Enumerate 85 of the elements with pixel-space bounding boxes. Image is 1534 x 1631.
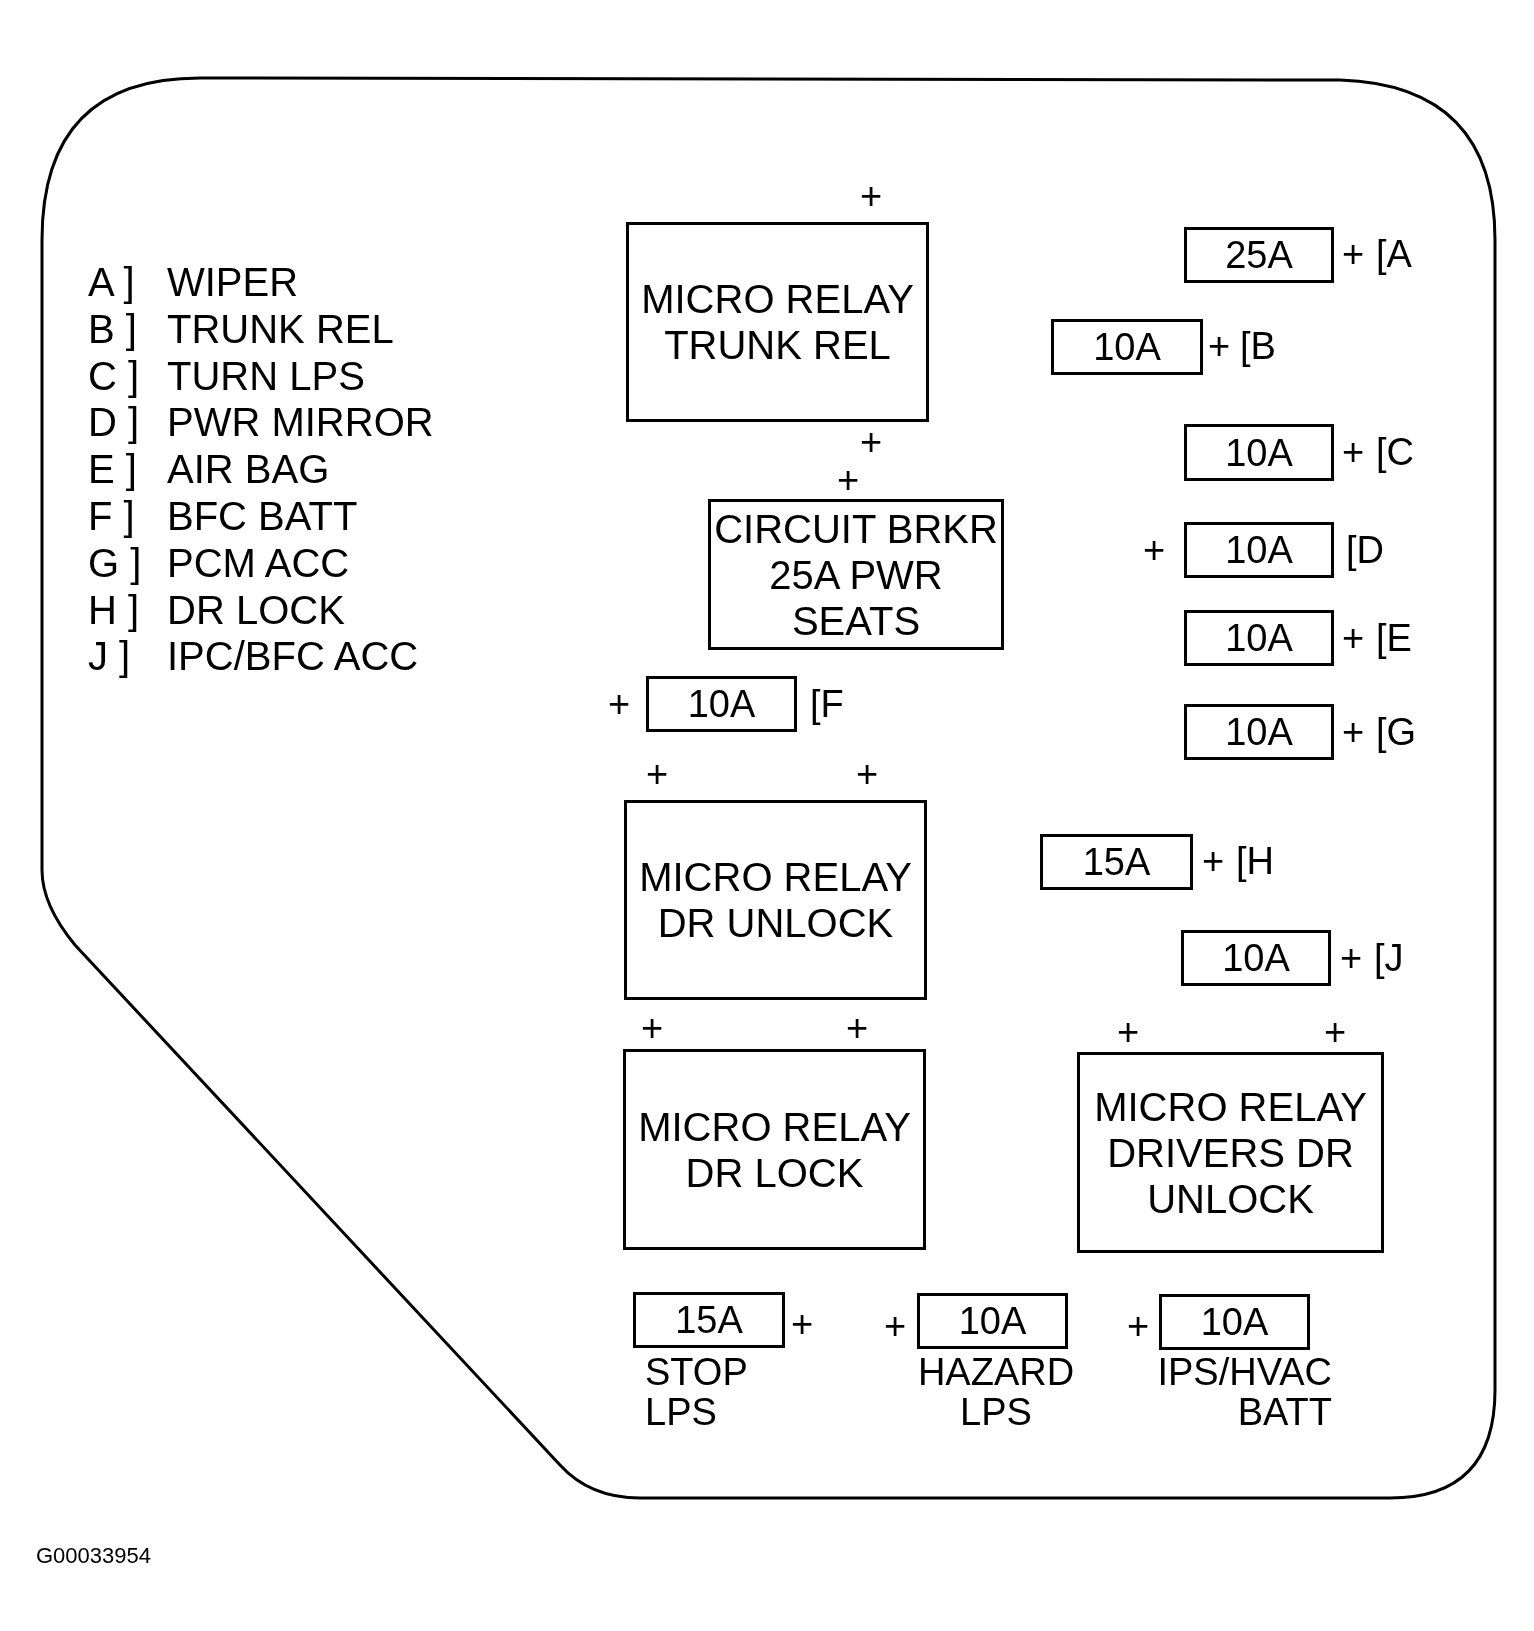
fuse-box bbox=[633, 1292, 785, 1348]
polarity-mark: + bbox=[884, 1306, 907, 1346]
component-label: 10A bbox=[1225, 618, 1293, 658]
circuit-name: AIR BAG bbox=[167, 447, 330, 492]
circuit-letter: + bbox=[1324, 1012, 1347, 1052]
polarity-mark: + bbox=[1342, 712, 1365, 752]
component-label: 10A bbox=[1200, 1302, 1269, 1342]
circuit-letter: G ] bbox=[88, 540, 142, 585]
circuit-name: WIPER bbox=[167, 260, 299, 304]
relay-box bbox=[624, 800, 927, 1000]
circuit-letter: [C bbox=[1376, 432, 1414, 472]
circuit-letter: [A bbox=[1376, 234, 1412, 274]
polarity-mark: + bbox=[1340, 938, 1363, 978]
circuit-letter: + bbox=[846, 1008, 869, 1048]
component-label: MICRO RELAY DRIVERS DR UNLOCK bbox=[1093, 1083, 1368, 1222]
fuse-label: STOP LPS bbox=[645, 1352, 749, 1432]
circuit-letter: [E bbox=[1376, 618, 1412, 658]
circuit-letter: + bbox=[860, 422, 883, 462]
fuse-box bbox=[1184, 610, 1334, 666]
component-label: 25A bbox=[1225, 235, 1293, 275]
polarity-mark: + bbox=[1342, 234, 1365, 274]
circuit-letter: [F bbox=[810, 684, 844, 724]
fuse-box bbox=[1040, 834, 1193, 890]
component-label: 10A bbox=[1222, 938, 1290, 978]
component-label: MICRO RELAY DR UNLOCK bbox=[638, 854, 913, 946]
circuit-letter: [J bbox=[1374, 938, 1404, 978]
component-label: MICRO RELAY TRUNK REL bbox=[640, 276, 915, 368]
component-label: CIRCUIT BRKR 25A PWR SEATS bbox=[713, 505, 999, 644]
polarity-mark: + bbox=[1202, 841, 1225, 881]
fuse-box bbox=[917, 1293, 1068, 1349]
component-label: 10A bbox=[1225, 432, 1293, 473]
circuit-letter: B ] bbox=[88, 306, 137, 351]
fuse-box bbox=[1184, 227, 1334, 283]
circuit-letter: J ] bbox=[88, 634, 131, 679]
circuit-name: PWR MIRROR bbox=[167, 400, 434, 445]
circuit-letter: C ] bbox=[88, 353, 140, 398]
circuit-letter: [G bbox=[1376, 712, 1417, 752]
circuit-letter: + bbox=[856, 754, 879, 794]
circuit-name: PCM ACC bbox=[167, 540, 350, 585]
polarity-mark: + bbox=[1208, 326, 1231, 366]
polarity-mark: + bbox=[791, 1304, 814, 1344]
circuit-letter: [B bbox=[1240, 326, 1276, 366]
fuse-label: IPS/HVAC BATT bbox=[1156, 1352, 1332, 1432]
fuse-box bbox=[1184, 424, 1334, 481]
polarity-mark: + bbox=[860, 176, 883, 216]
circuit-letter: D ] bbox=[88, 400, 140, 445]
fuse-box bbox=[1181, 930, 1331, 986]
circuit-name: DR LOCK bbox=[167, 587, 345, 632]
component-label: MICRO RELAY DR LOCK bbox=[637, 1103, 912, 1196]
fuse-label: HAZARD LPS bbox=[916, 1352, 1076, 1432]
component-label: 10A bbox=[687, 684, 756, 724]
circuit-letter: [D bbox=[1346, 530, 1384, 570]
circuit-letter: A ] bbox=[88, 260, 135, 304]
circuit-name: BFC BATT bbox=[167, 494, 358, 538]
component-label: 15A bbox=[675, 1300, 743, 1340]
circuit-name: IPC/BFC ACC bbox=[167, 634, 419, 679]
fuse-box bbox=[1184, 522, 1334, 578]
component-label: 10A bbox=[958, 1301, 1027, 1341]
relay-box bbox=[623, 1049, 926, 1250]
polarity-mark: + bbox=[1127, 1306, 1150, 1346]
polarity-mark: + bbox=[608, 684, 631, 724]
relay-box bbox=[626, 222, 929, 422]
polarity-mark: + bbox=[1117, 1012, 1140, 1052]
polarity-mark: + bbox=[1342, 618, 1365, 658]
polarity-mark: + bbox=[646, 754, 669, 794]
relay-box bbox=[1077, 1052, 1384, 1253]
polarity-mark: + bbox=[641, 1008, 664, 1048]
circuit-letter: H ] bbox=[88, 587, 140, 632]
component-label: 10A bbox=[1225, 530, 1293, 570]
fuse-box bbox=[1184, 704, 1334, 760]
circuit-name: TURN LPS bbox=[167, 353, 365, 398]
fuse-box bbox=[1051, 319, 1203, 375]
polarity-mark: + bbox=[837, 460, 860, 500]
circuit-letter: E ] bbox=[88, 447, 137, 492]
circuit-name: TRUNK REL bbox=[167, 306, 394, 351]
polarity-mark: + bbox=[1342, 432, 1365, 472]
fuse-box bbox=[646, 676, 797, 732]
component-label: 10A bbox=[1093, 327, 1161, 367]
component-label: 10A bbox=[1225, 712, 1293, 752]
figure-code: G00033954 bbox=[36, 1542, 151, 1570]
polarity-mark: + bbox=[1143, 530, 1166, 570]
component-label: 15A bbox=[1082, 842, 1151, 882]
circuit-letter: [H bbox=[1236, 841, 1274, 881]
circuit-letter: F ] bbox=[88, 494, 135, 538]
fuse-box bbox=[1159, 1294, 1310, 1350]
